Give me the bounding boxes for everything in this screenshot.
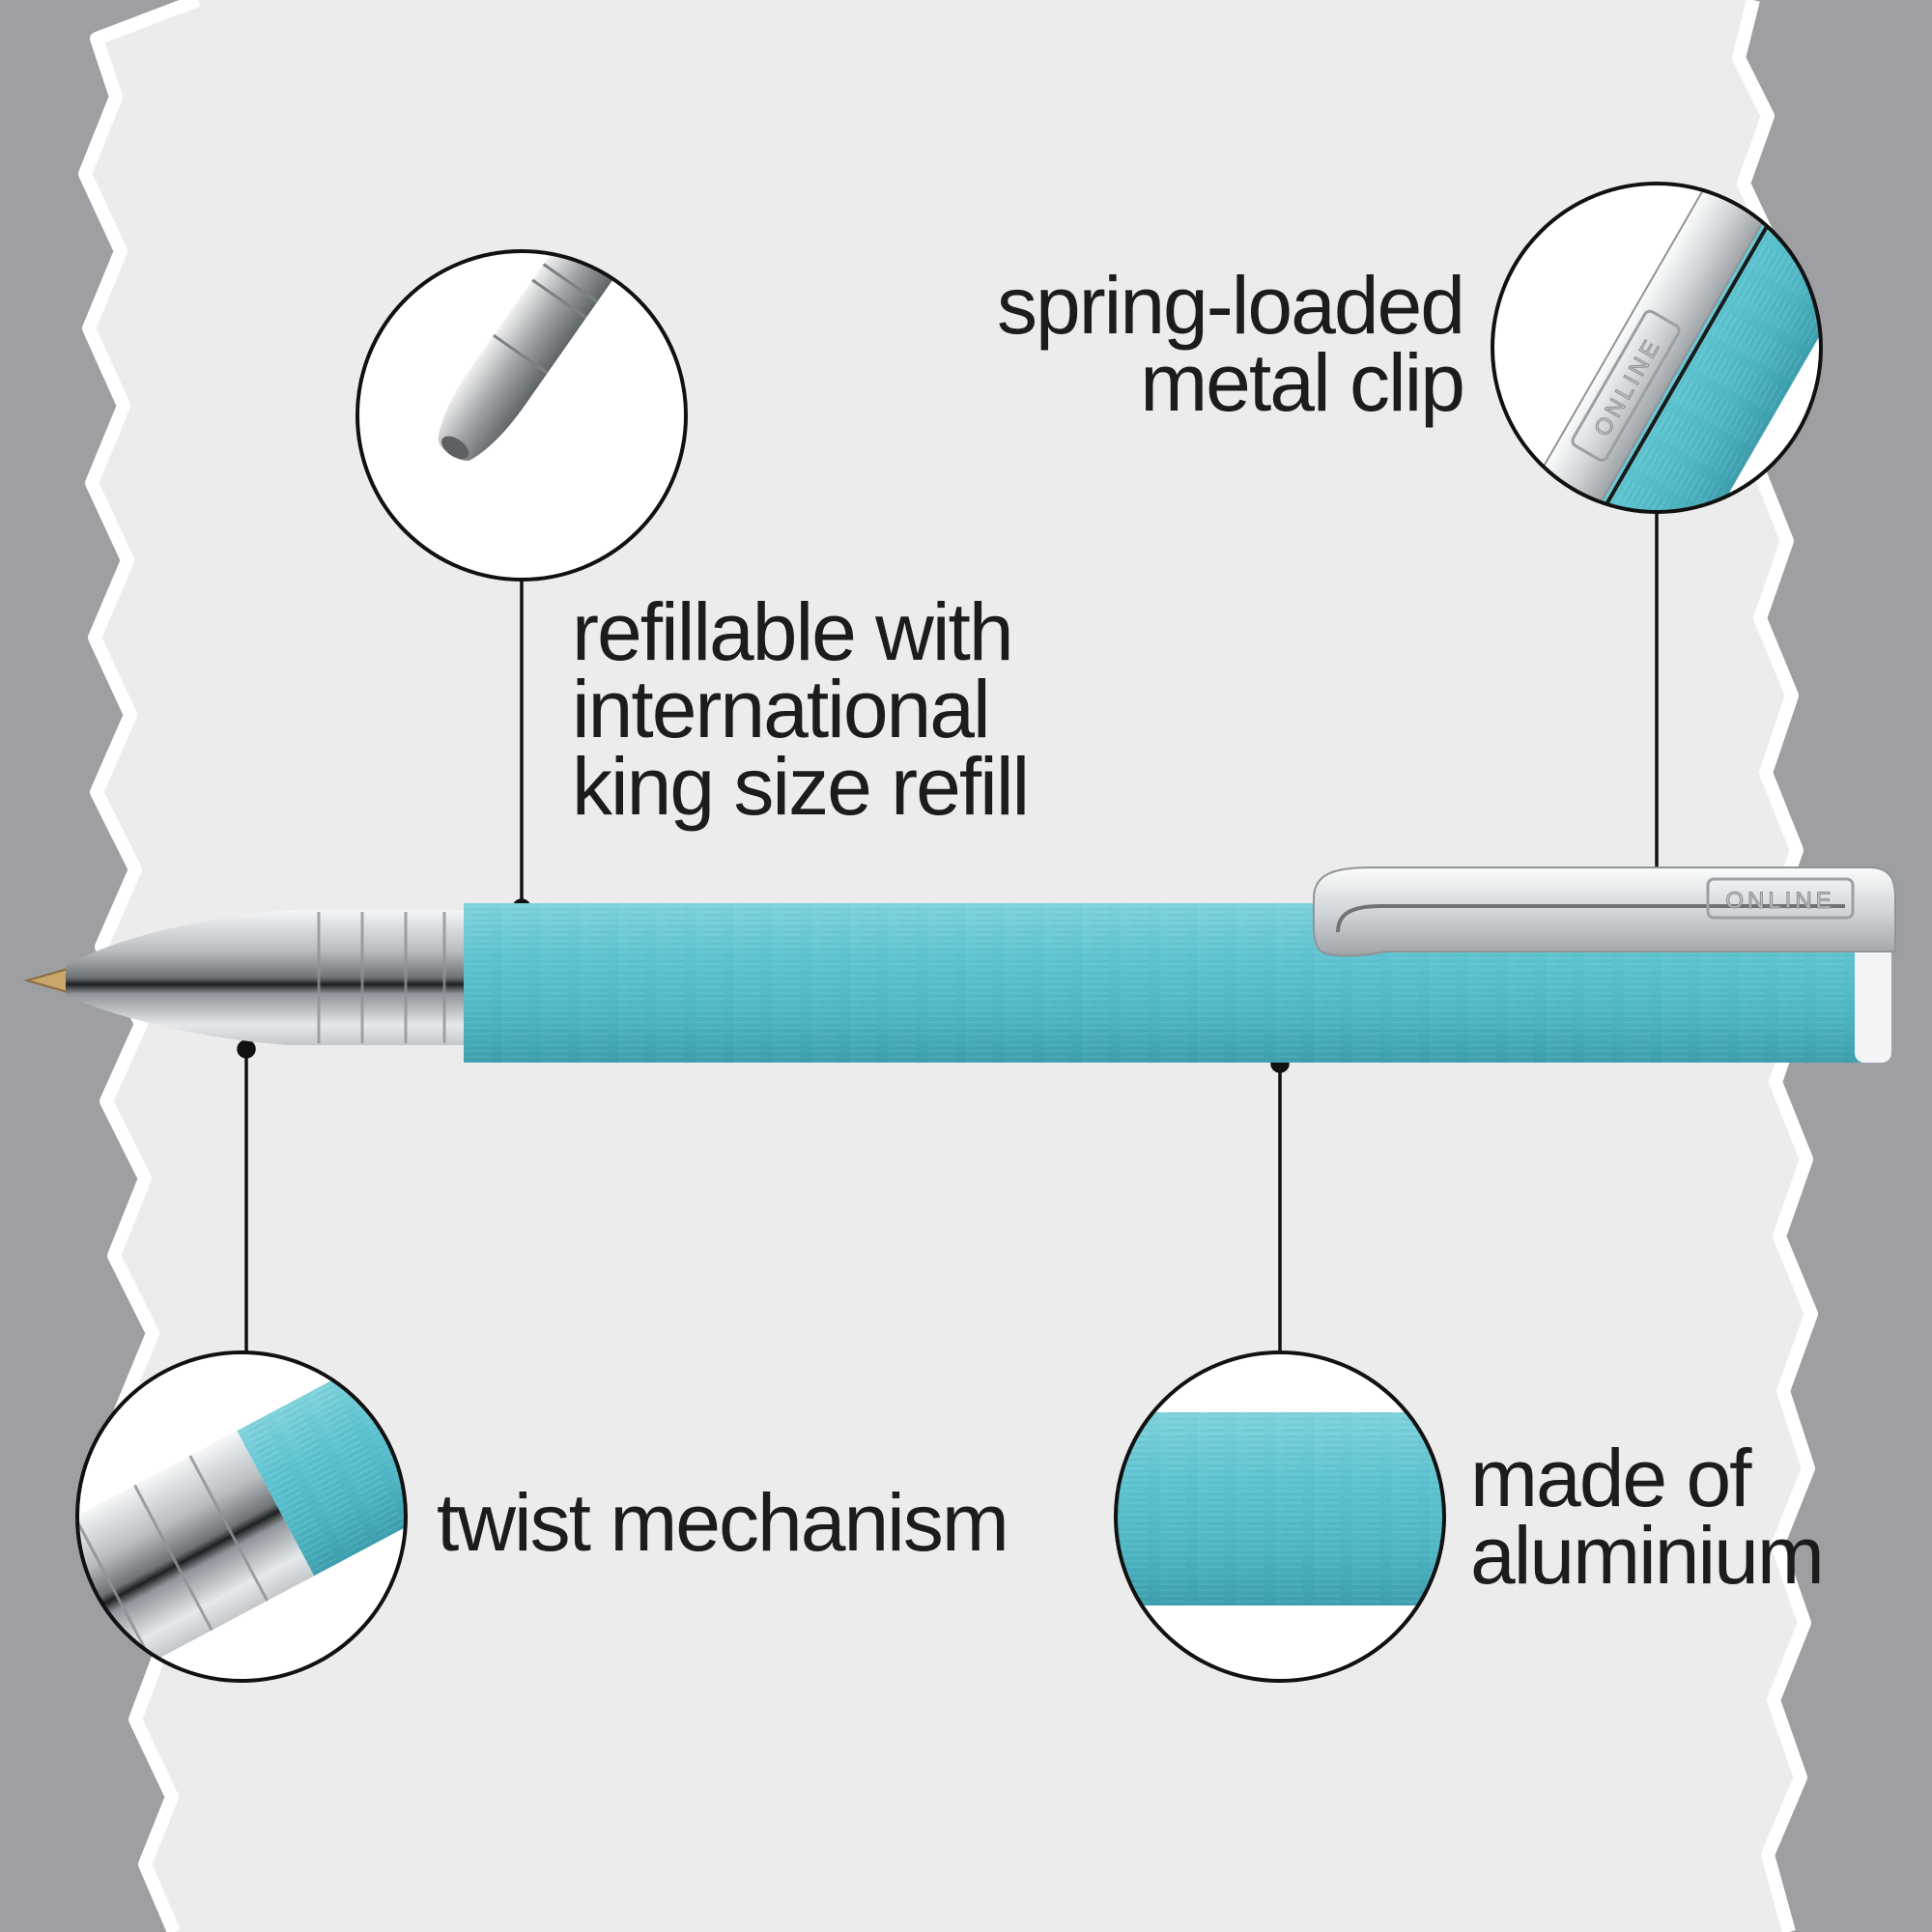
pen: ONLINE: [23, 867, 1896, 1063]
callout-label-line: king size refill: [572, 741, 1030, 832]
callout-label-line: aluminium: [1470, 1510, 1825, 1601]
detail-circle-clip: ONLINE: [1491, 182, 1823, 514]
callout-label-line: international: [572, 664, 991, 754]
pen-tip: [23, 967, 69, 994]
callout-label-line: metal clip: [1140, 337, 1465, 428]
callout-label-line: made of: [1470, 1433, 1752, 1523]
detail-circle-refill: [355, 249, 688, 582]
callout-label-twist: twist mechanism: [437, 1477, 1009, 1568]
detail-circle-twist: [75, 1350, 408, 1683]
clip-brand-engraving: ONLINE: [1725, 888, 1834, 914]
metal-clip: [1312, 867, 1896, 957]
callout-label-clip: spring-loaded metal clip: [996, 260, 1465, 428]
pen-cone: [66, 910, 290, 1045]
callout-label-line: spring-loaded: [996, 260, 1465, 351]
callout-label-line: twist mechanism: [437, 1477, 1009, 1568]
pen-grip: [290, 910, 469, 1045]
callout-label-aluminium: made of aluminium: [1470, 1433, 1825, 1601]
callout-label-line: refillable with: [572, 586, 1014, 677]
callout-label-refill: refillable with international king size …: [572, 586, 1030, 832]
detail-circle-aluminium: [1114, 1350, 1446, 1683]
